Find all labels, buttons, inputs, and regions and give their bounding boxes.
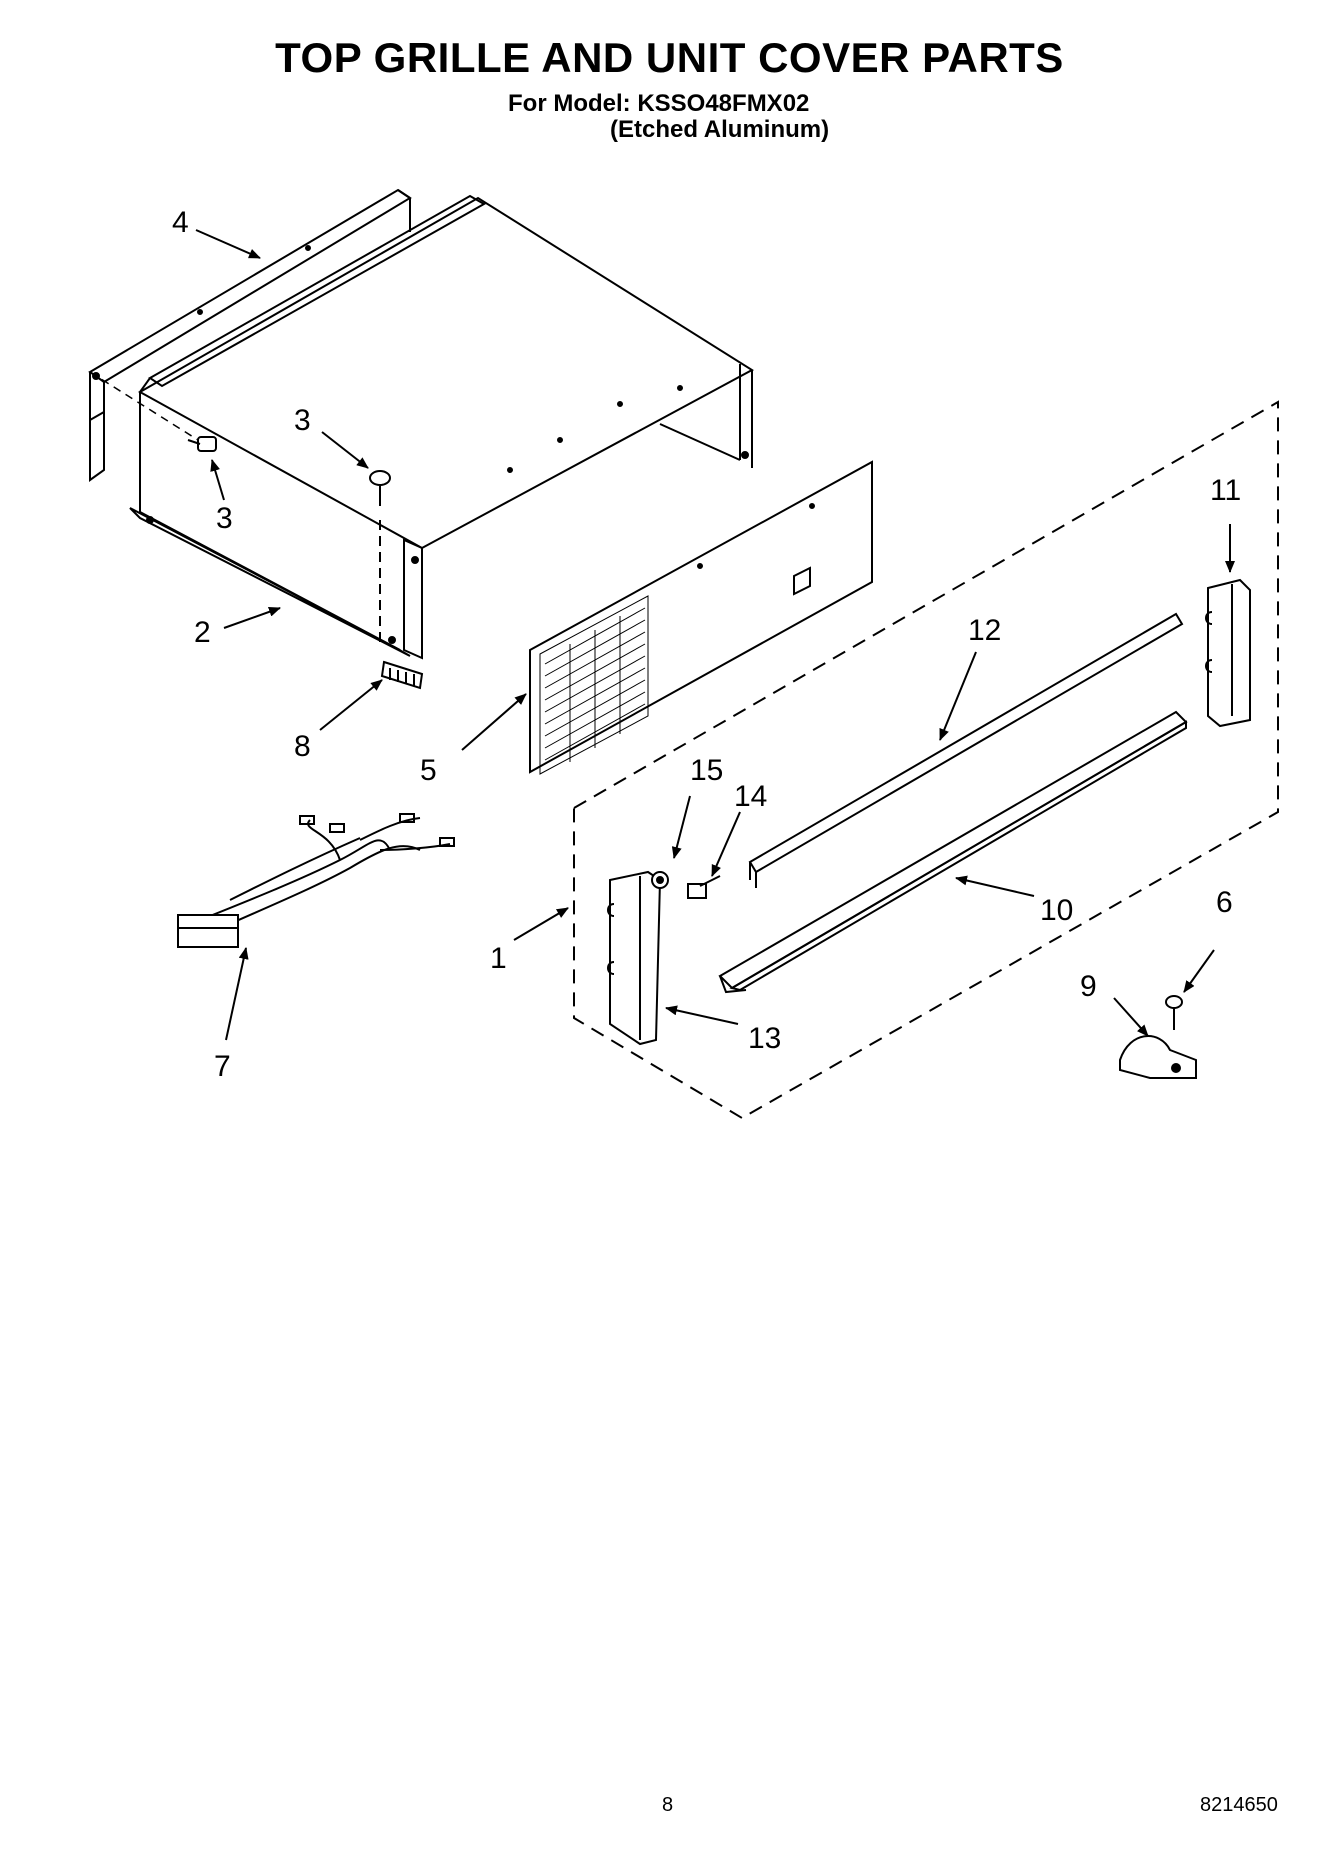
- callout-labels: 4 3 3 2 8 5 7 1 11 12 15 14 10 13 6 9: [172, 206, 1241, 1083]
- callout-1: 1: [490, 942, 507, 975]
- part-4-rear-flange: [88, 188, 412, 482]
- callout-8: 8: [294, 730, 311, 763]
- callout-11: 11: [1210, 474, 1241, 507]
- page-number: 8: [662, 1794, 674, 1816]
- kit-boundary: [573, 400, 1279, 1120]
- part-13-end-bracket: [607, 870, 662, 1046]
- part-3-screw-top: [369, 470, 391, 648]
- callout-14: 14: [734, 780, 767, 813]
- callout-6: 6: [1216, 886, 1233, 919]
- part-11-end-bracket: [1205, 578, 1251, 728]
- part-14-pin: [687, 875, 721, 899]
- callout-15: 15: [690, 754, 723, 787]
- callout-12: 12: [968, 614, 1001, 647]
- part-5-grille-panel: [529, 460, 873, 775]
- part-9-clamp: [1119, 1035, 1197, 1079]
- part-6-screw: [1165, 995, 1183, 1030]
- page-title: TOP GRILLE AND UNIT COVER PARTS: [275, 34, 1064, 81]
- callout-7: 7: [214, 1050, 231, 1083]
- callout-13: 13: [748, 1022, 781, 1055]
- callout-5: 5: [420, 754, 437, 787]
- leader-lines: [195, 229, 1235, 1041]
- model-line: For Model: KSSO48FMX02: [508, 90, 810, 117]
- part-7-wire-harness: [177, 813, 455, 948]
- callout-10: 10: [1040, 894, 1073, 927]
- callout-2: 2: [194, 616, 211, 649]
- part-12-upper-rail: [748, 612, 1184, 888]
- callout-3-rear: 3: [216, 502, 233, 535]
- document-number: 8214650: [1200, 1794, 1278, 1816]
- callout-9: 9: [1080, 970, 1097, 1003]
- part-15-nut: [651, 871, 669, 889]
- part-2-unit-cover: [129, 194, 754, 660]
- part-3-screw-rear: [187, 436, 217, 452]
- part-10-lower-rail: [718, 710, 1188, 994]
- callout-4: 4: [172, 206, 189, 239]
- callout-3-top: 3: [294, 404, 311, 437]
- part-3-alignment-line: [89, 371, 199, 441]
- finish-line: (Etched Aluminum): [610, 116, 830, 143]
- part-8-clip: [380, 660, 424, 690]
